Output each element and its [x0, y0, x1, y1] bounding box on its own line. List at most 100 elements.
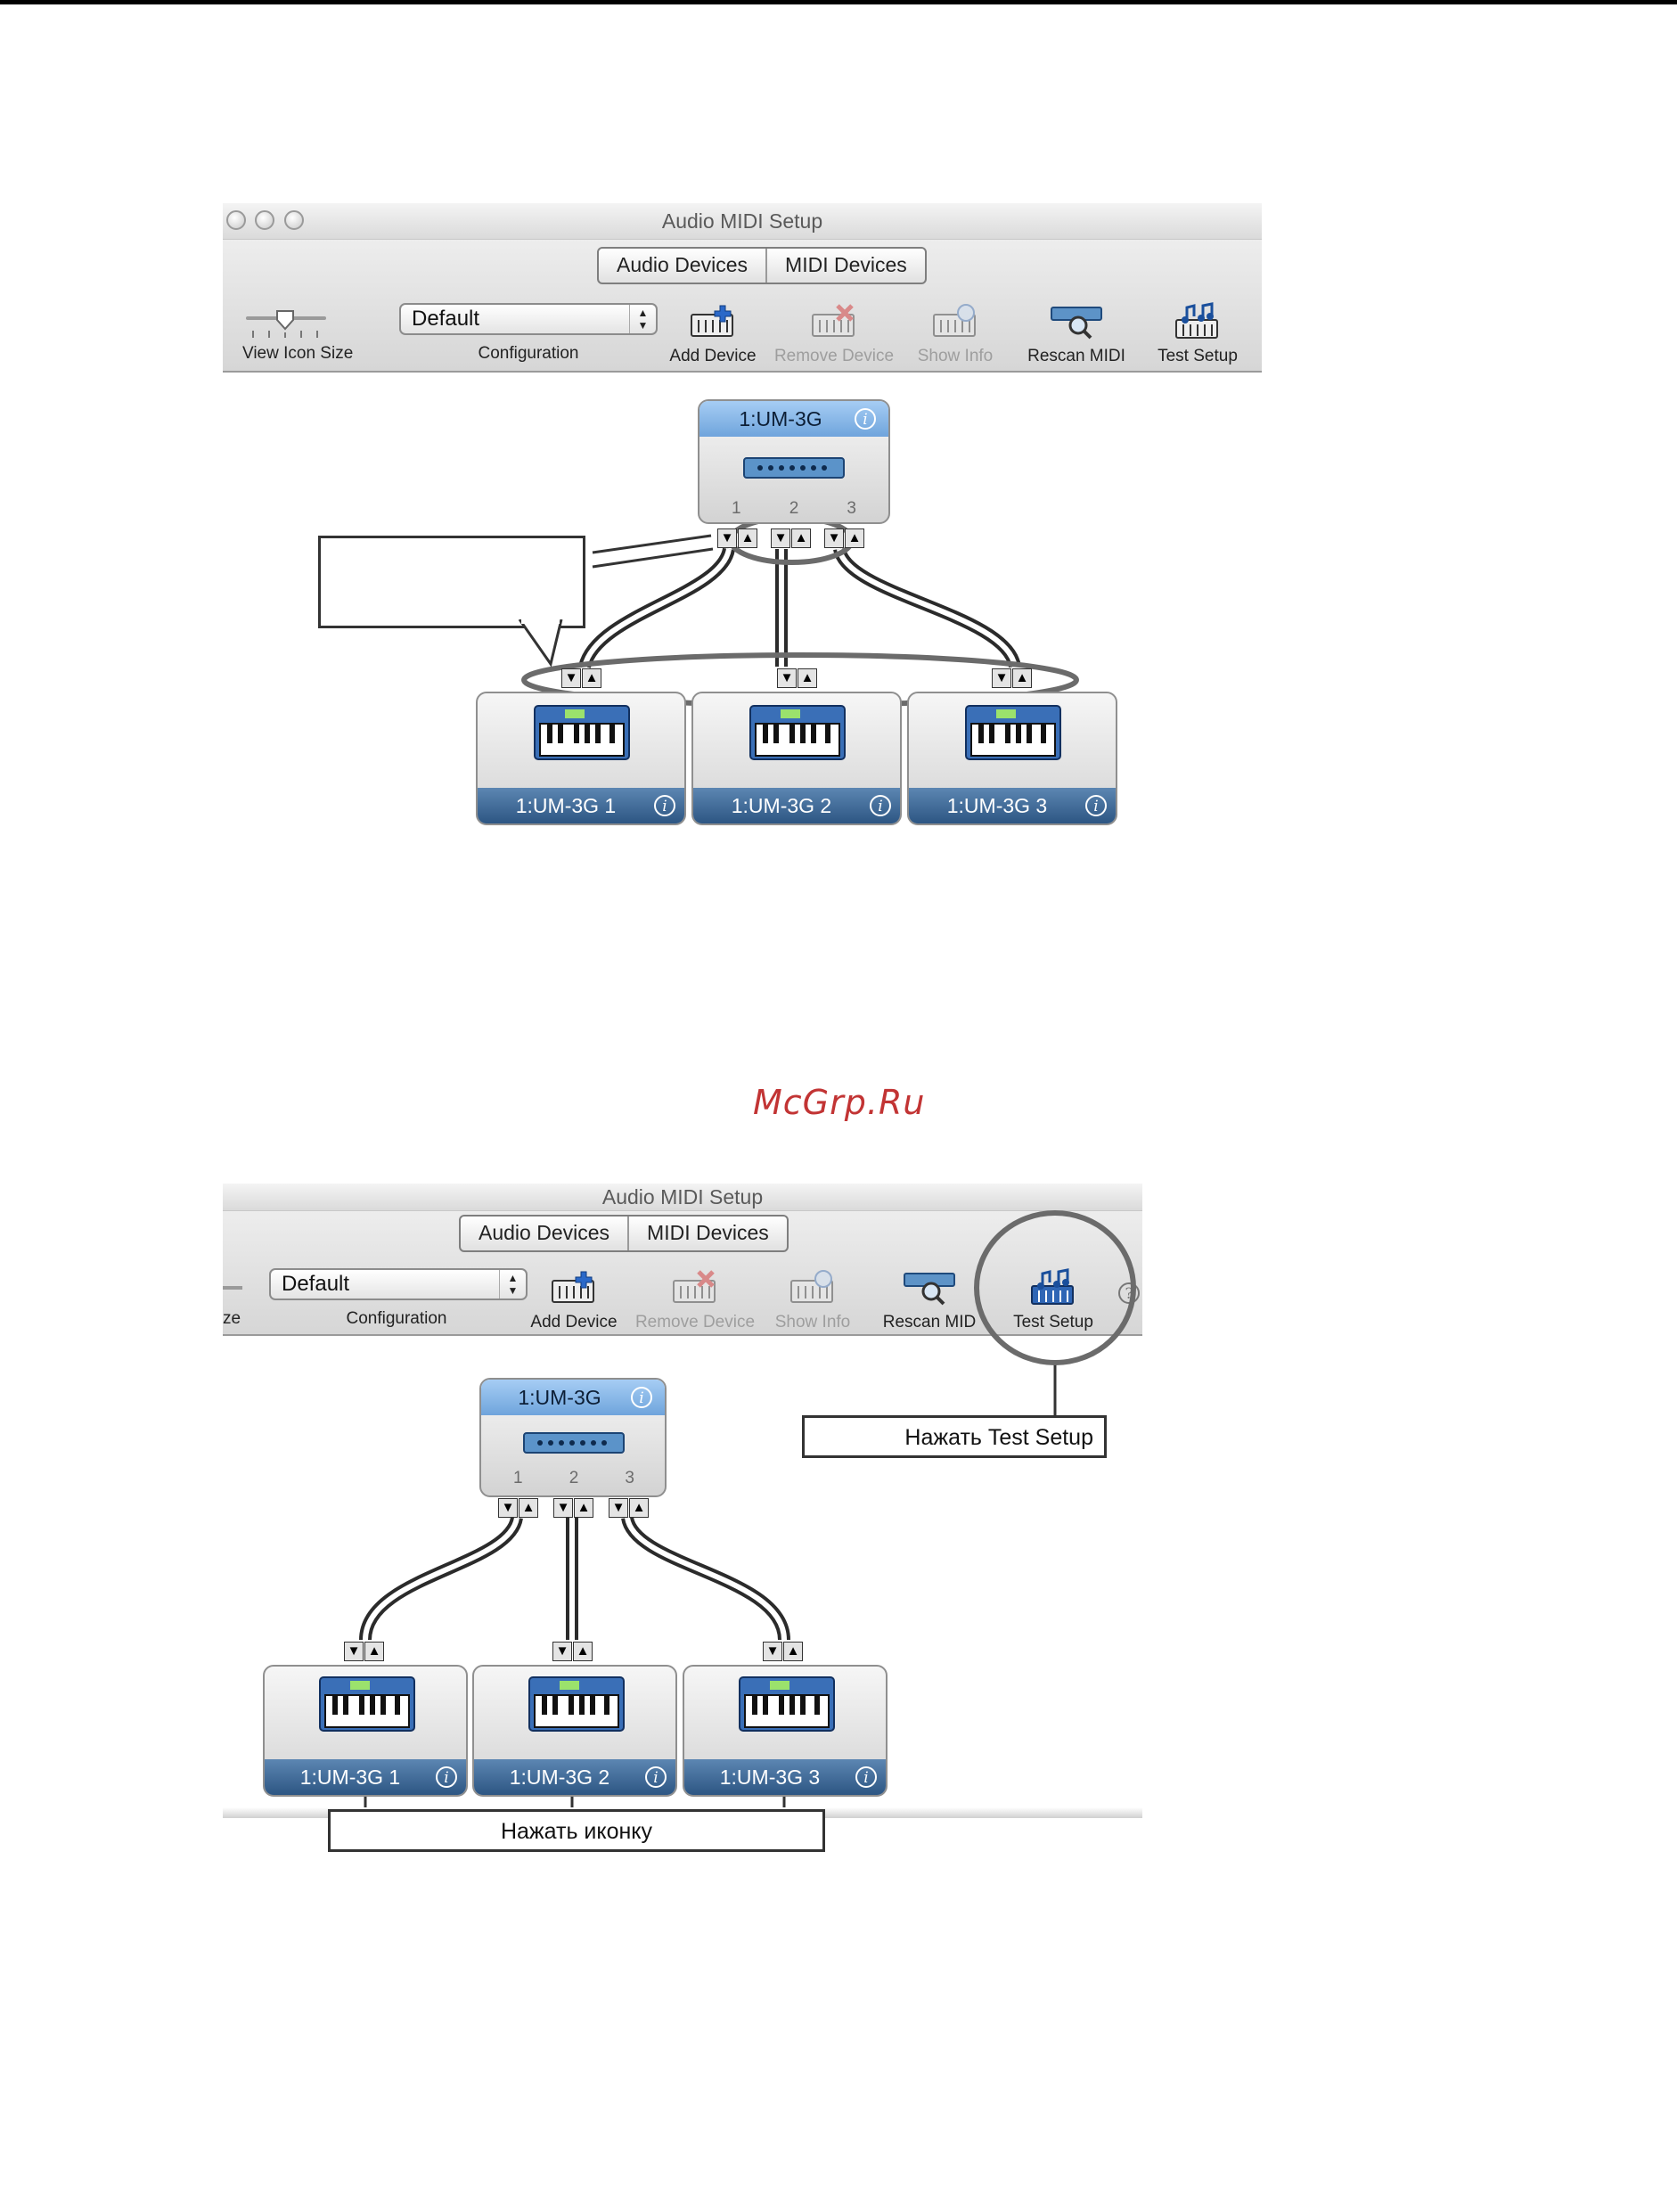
interface-port-2-in-jack[interactable]: ▼: [771, 528, 790, 548]
interface-port-numbers: 1 2 3: [732, 499, 856, 519]
port-number-3: 3: [847, 499, 856, 518]
device-2-in-jack[interactable]: ▼: [552, 1642, 572, 1661]
tab-audio-devices[interactable]: Audio Devices: [479, 1221, 610, 1244]
device-3-out-jack[interactable]: ▲: [1012, 668, 1032, 688]
device-type-tabs: Audio Devices MIDI Devices: [597, 247, 927, 284]
zoom-window-button[interactable]: [283, 210, 304, 230]
add-device-button[interactable]: Add Device: [650, 302, 775, 365]
device-2-out-jack[interactable]: ▲: [573, 1642, 593, 1661]
configuration-select[interactable]: Default ▲▼: [399, 303, 658, 335]
interface-port-2-in-jack[interactable]: ▼: [553, 1498, 573, 1518]
interface-info-icon[interactable]: i: [855, 408, 876, 430]
interface-port-3-in-jack[interactable]: ▼: [609, 1498, 628, 1518]
device-3-in-jack[interactable]: ▼: [992, 668, 1011, 688]
port-number-2: 2: [789, 499, 799, 518]
tab-midi-devices[interactable]: MIDI Devices: [765, 249, 925, 283]
device-3-info-icon[interactable]: i: [1085, 795, 1107, 816]
device-footer: [684, 1759, 886, 1795]
page-top-rule: [0, 0, 1677, 4]
rescan-midi-button[interactable]: Rescan MID: [867, 1268, 992, 1331]
rescan-midi-button[interactable]: Rescan MIDI: [1014, 302, 1139, 365]
device-footer: [909, 788, 1116, 823]
device-type-tabs: Audio Devices MIDI Devices: [459, 1215, 789, 1252]
tab-midi-devices[interactable]: MIDI Devices: [627, 1217, 787, 1250]
configuration-select[interactable]: Default ▲▼: [269, 1268, 528, 1300]
show-info-button[interactable]: Show Info: [750, 1268, 875, 1331]
view-icon-size-slider[interactable]: [246, 309, 330, 345]
remove-device-button[interactable]: Remove Device: [633, 1268, 757, 1331]
um-3g-interface[interactable]: 1:UM-3G i 1 2 3: [479, 1378, 667, 1497]
view-icon-size-slider-cut[interactable]: [223, 1282, 244, 1293]
interface-info-icon[interactable]: i: [631, 1387, 652, 1408]
watermark: McGrp.Ru: [753, 1083, 926, 1122]
device-3-in-jack[interactable]: ▼: [763, 1642, 782, 1661]
window-controls: [226, 210, 309, 234]
external-device-2[interactable]: 1:UM-3G 2 i: [691, 692, 902, 825]
interface-port-1-in-jack[interactable]: ▼: [498, 1498, 518, 1518]
port-number-1: 1: [732, 499, 741, 518]
device-2-out-jack[interactable]: ▲: [798, 668, 817, 688]
device-1-name: 1:UM-3G 1: [515, 794, 617, 817]
interface-port-1-in-jack[interactable]: ▼: [717, 528, 737, 548]
device-1-in-jack[interactable]: ▼: [561, 668, 581, 688]
callout-tail: [518, 619, 563, 668]
device-3-info-icon[interactable]: i: [855, 1766, 877, 1788]
audio-midi-setup-window-1: Audio MIDI Setup Audio Devices MIDI Devi…: [223, 203, 1262, 832]
device-3-name: 1:UM-3G 3: [946, 794, 1048, 817]
keyboard-music-note-icon: [1031, 1268, 1074, 1305]
device-1-in-jack[interactable]: ▼: [344, 1642, 364, 1661]
test-setup-callout-text: Нажать Test Setup: [904, 1425, 1093, 1450]
device-1-info-icon[interactable]: i: [436, 1766, 457, 1788]
minimize-window-button[interactable]: [255, 210, 275, 230]
device-2-name: 1:UM-3G 2: [509, 1766, 610, 1789]
midi-keyboard-icon: [965, 705, 1061, 760]
external-device-1[interactable]: 1:UM-3G 1 i: [263, 1665, 468, 1797]
empty-callout-box: [318, 536, 585, 628]
tab-audio-devices[interactable]: Audio Devices: [617, 253, 749, 276]
device-1-info-icon[interactable]: i: [654, 795, 675, 816]
show-info-button[interactable]: Show Info: [893, 302, 1018, 365]
device-1-out-jack[interactable]: ▲: [364, 1642, 384, 1661]
external-device-3[interactable]: 1:UM-3G 3 i: [683, 1665, 888, 1797]
device-3-name: 1:UM-3G 3: [719, 1766, 821, 1789]
external-device-2[interactable]: 1:UM-3G 2 i: [472, 1665, 677, 1797]
interface-port-3-out-jack[interactable]: ▲: [845, 528, 864, 548]
configuration-label: Configuration: [346, 1309, 447, 1328]
interface-port-2-out-jack[interactable]: ▲: [791, 528, 811, 548]
device-3-out-jack[interactable]: ▲: [783, 1642, 803, 1661]
icon-callout-text: Нажать иконку: [500, 1819, 653, 1844]
show-info-label: Show Info: [774, 1313, 851, 1331]
audio-midi-setup-window-2: Audio MIDI Setup Audio Devices MIDI Devi…: [223, 1184, 1142, 1827]
select-arrows-icon: ▲▼: [629, 305, 656, 333]
midi-interface-icon: [523, 1432, 625, 1454]
interface-port-1-out-jack[interactable]: ▲: [738, 528, 757, 548]
device-2-in-jack[interactable]: ▼: [777, 668, 797, 688]
device-2-info-icon[interactable]: i: [870, 795, 891, 816]
help-button-cut[interactable]: ?: [1118, 1282, 1140, 1304]
add-device-label: Add Device: [669, 347, 757, 365]
remove-device-label: Remove Device: [773, 347, 895, 365]
keyboard-plus-icon: [552, 1271, 594, 1303]
rescan-midi-label: Rescan MID: [882, 1313, 977, 1331]
interface-port-3-out-jack[interactable]: ▲: [629, 1498, 649, 1518]
interface-port-3-in-jack[interactable]: ▼: [824, 528, 844, 548]
window-title: Audio MIDI Setup: [601, 1185, 764, 1208]
device-2-info-icon[interactable]: i: [645, 1766, 667, 1788]
remove-device-button[interactable]: Remove Device: [772, 302, 896, 365]
um-3g-interface[interactable]: 1:UM-3G i 1 2 3: [698, 399, 890, 524]
midi-keyboard-icon: [739, 1676, 835, 1732]
test-setup-button[interactable]: Test Setup: [1135, 302, 1260, 365]
toolbar: Audio Devices MIDI Devices View Icon Siz…: [223, 240, 1262, 373]
device-footer: [265, 1759, 466, 1795]
test-setup-button[interactable]: Test Setup: [991, 1268, 1116, 1331]
keyboard-info-icon: [790, 1270, 833, 1303]
add-device-button[interactable]: Add Device: [511, 1268, 636, 1331]
test-setup-label: Test Setup: [1013, 1313, 1093, 1331]
external-device-3[interactable]: 1:UM-3G 3 i: [907, 692, 1117, 825]
midi-keyboard-icon: [749, 705, 846, 760]
interface-port-1-out-jack[interactable]: ▲: [519, 1498, 538, 1518]
device-1-out-jack[interactable]: ▲: [582, 668, 601, 688]
close-window-button[interactable]: [226, 210, 246, 230]
external-device-1[interactable]: 1:UM-3G 1 i: [476, 692, 686, 825]
interface-port-2-out-jack[interactable]: ▲: [574, 1498, 593, 1518]
